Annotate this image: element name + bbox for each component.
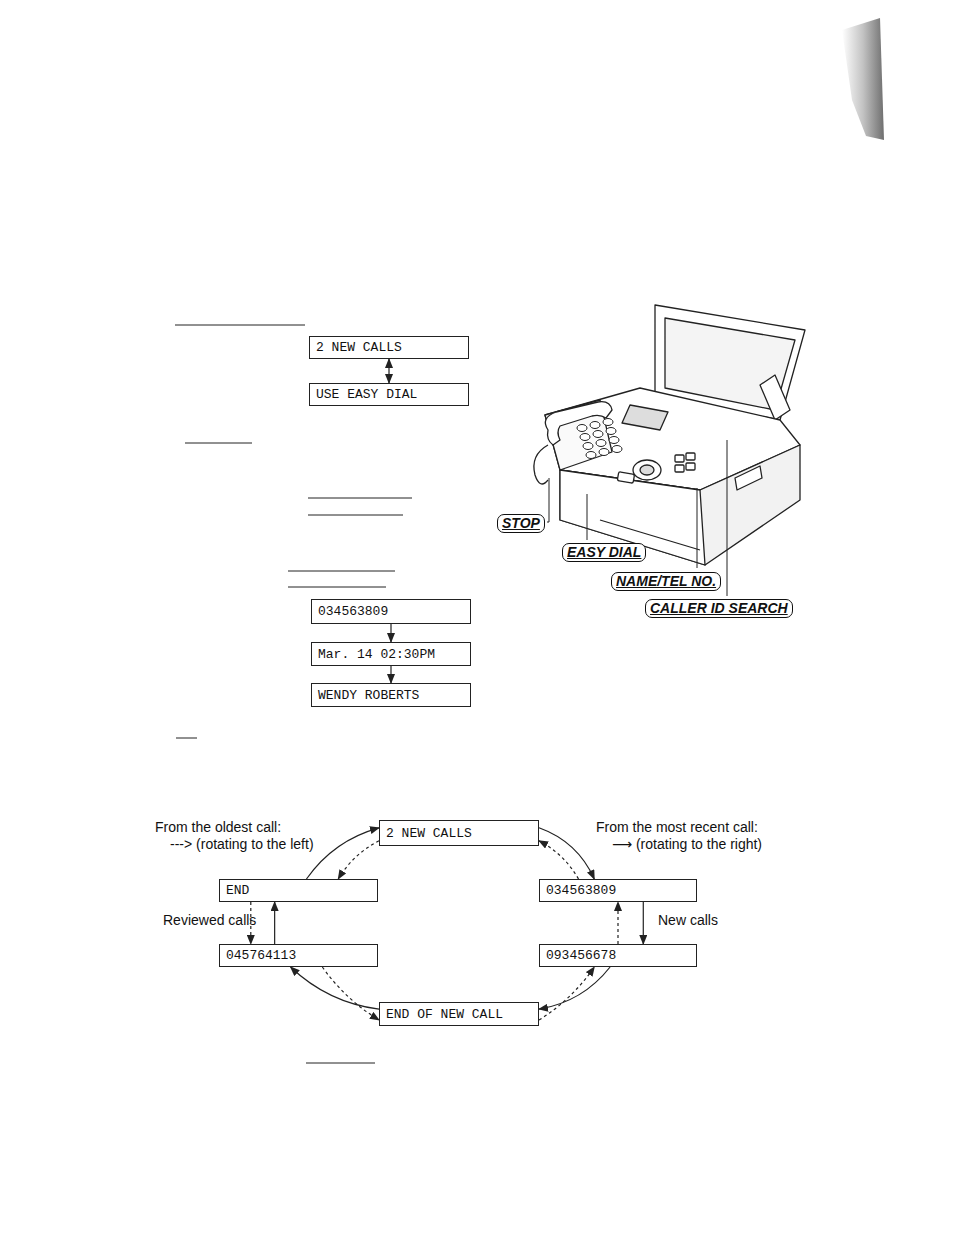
fax-machine — [534, 305, 805, 565]
caller-id-search-label: CALLER ID SEARCH — [645, 599, 793, 618]
key-button — [609, 437, 619, 444]
dashed-arrow — [617, 902, 618, 944]
key-button — [583, 443, 593, 450]
display-box: END — [219, 879, 378, 902]
dashed-arrow — [539, 841, 579, 879]
note-text: ⟶ (rotating to the right) — [612, 836, 762, 852]
display-text: END — [226, 883, 249, 898]
dashed-arrow — [322, 967, 379, 1020]
display-box: 2 NEW CALLS — [379, 820, 539, 846]
solid-arrow — [539, 967, 610, 1009]
display-box: 093456678 — [539, 944, 697, 967]
display-box: END OF NEW CALL — [379, 1002, 539, 1026]
key-button — [599, 449, 609, 456]
solid-arrow — [539, 828, 594, 879]
display-box: 2 NEW CALLS — [309, 336, 469, 359]
note-text: New calls — [658, 912, 718, 928]
solid-arrow — [390, 624, 391, 642]
display-box: WENDY ROBERTS — [311, 683, 471, 707]
display-text: END OF NEW CALL — [386, 1007, 503, 1022]
keypad — [577, 419, 622, 459]
display-text: 045764113 — [226, 948, 296, 963]
display-text: 093456678 — [546, 948, 616, 963]
display-text: 2 NEW CALLS — [386, 826, 472, 841]
note-text: Reviewed calls — [163, 912, 256, 928]
solid-arrow — [388, 359, 389, 383]
note-text: ---> (rotating to the left) — [170, 836, 314, 852]
key-button — [603, 419, 613, 426]
solid-arrow — [390, 666, 391, 683]
solid-arrow — [643, 902, 644, 944]
display-box: 034563809 — [311, 599, 471, 624]
solid-arrow — [306, 828, 379, 879]
key-button — [596, 440, 606, 447]
key-button — [586, 452, 596, 459]
display-box: 034563809 — [539, 879, 697, 902]
leader-lines — [547, 440, 727, 596]
note-text: From the oldest call: — [155, 819, 281, 835]
dashed-arrow — [539, 967, 594, 1020]
display-text: 034563809 — [318, 604, 388, 619]
display-box: USE EASY DIAL — [309, 383, 469, 406]
easy-dial-label: EASY DIAL — [562, 543, 646, 562]
display-text: 034563809 — [546, 883, 616, 898]
key-button — [590, 422, 600, 429]
solid-arrow — [274, 902, 275, 944]
note-text: From the most recent call: — [596, 819, 758, 835]
key-button — [577, 425, 587, 432]
display-text: USE EASY DIAL — [316, 387, 417, 402]
key-button — [593, 431, 603, 438]
display-text: Mar. 14 02:30PM — [318, 647, 435, 662]
solid-arrow — [291, 967, 379, 1009]
dashed-arrow — [338, 841, 379, 879]
page-tab — [842, 18, 884, 140]
display-text: WENDY ROBERTS — [318, 688, 419, 703]
name-tel-label: NAME/TEL NO. — [611, 572, 721, 591]
display-box: Mar. 14 02:30PM — [311, 642, 471, 666]
display-text: 2 NEW CALLS — [316, 340, 402, 355]
key-button — [580, 434, 590, 441]
display-box: 045764113 — [219, 944, 378, 967]
key-button — [612, 446, 622, 453]
key-button — [606, 428, 616, 435]
stop-button-label: STOP — [497, 514, 545, 533]
